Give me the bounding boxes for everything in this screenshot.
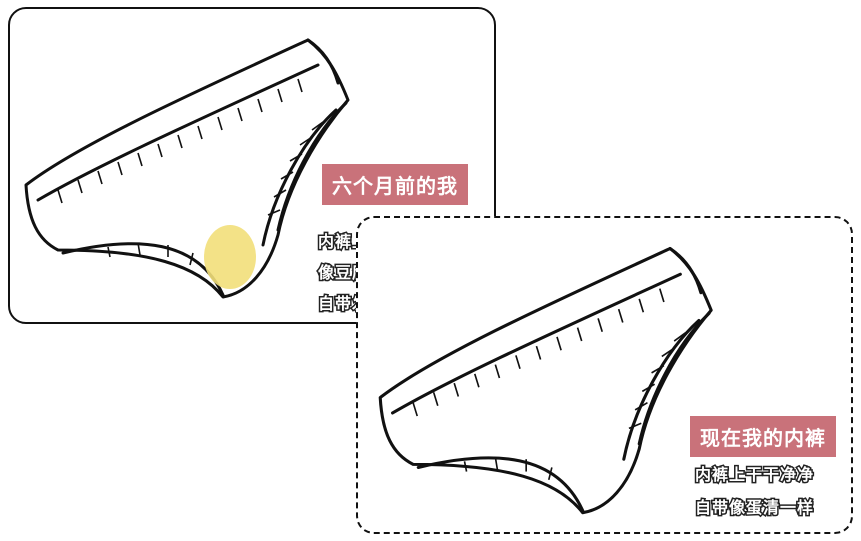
after-tag: 现在我的内裤 bbox=[690, 416, 836, 457]
underwear-illustration-after bbox=[378, 246, 713, 515]
after-caption-line-2: 自带像蛋清一样 bbox=[693, 497, 815, 519]
before-tag: 六个月前的我 bbox=[322, 164, 468, 205]
underwear-illustration-before bbox=[24, 38, 350, 299]
after-caption-line-1: 内裤上干干净净 bbox=[693, 464, 815, 486]
